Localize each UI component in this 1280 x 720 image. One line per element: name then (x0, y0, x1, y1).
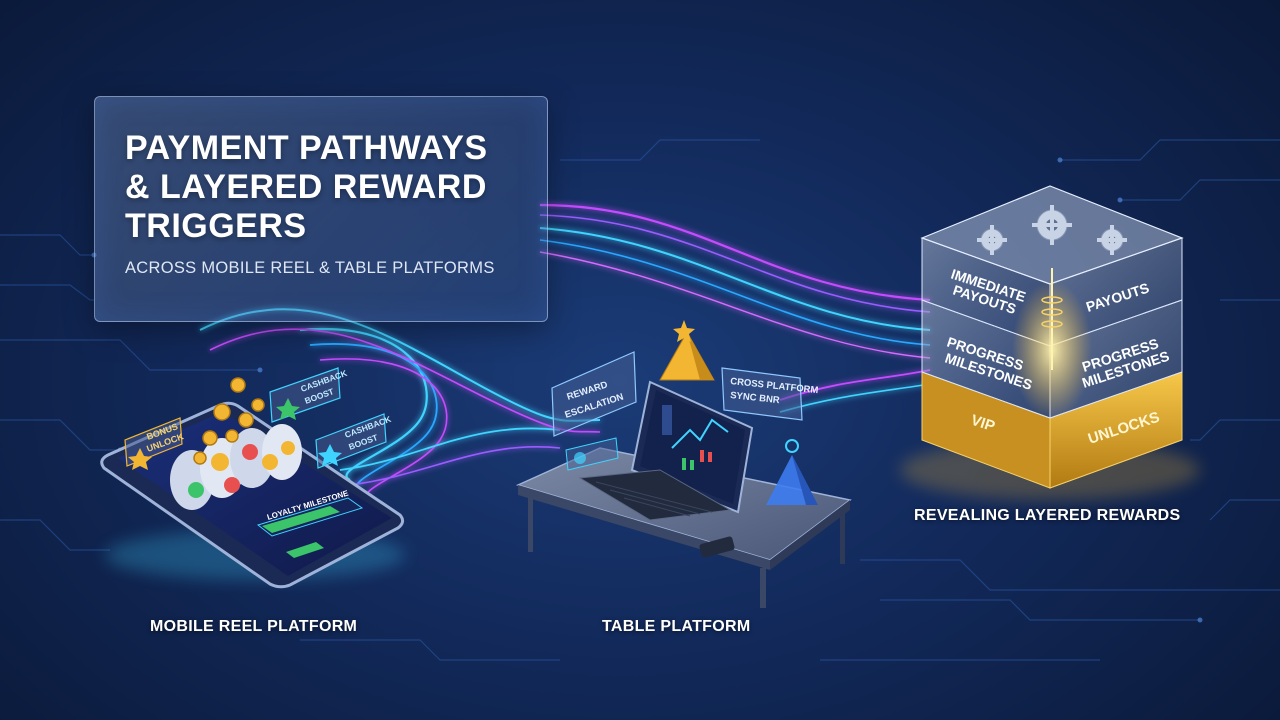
hero-card: PAYMENT PATHWAYS & LAYERED REWARD TRIGGE… (94, 96, 548, 322)
layered-rewards-caption: REVEALING LAYERED REWARDS (914, 507, 1181, 524)
hero-title-line2: & LAYERED REWARD (125, 168, 487, 206)
hero-title-line3: TRIGGERS (125, 207, 307, 245)
hero-title-line1: PAYMENT PATHWAYS (125, 129, 488, 167)
light-streams (199, 203, 931, 501)
hero-title: PAYMENT PATHWAYS & LAYERED REWARD TRIGGE… (125, 129, 545, 246)
layer-3-left: VIP (969, 412, 997, 436)
table-platform-caption: TABLE PLATFORM (602, 618, 751, 635)
tag-cross-platform-line2: SYNC BNR (730, 390, 781, 406)
mobile-platform-caption: MOBILE REEL PLATFORM (150, 618, 358, 635)
table-illustration (515, 320, 852, 608)
layered-reward-cube (900, 185, 1200, 500)
hero-subtitle: ACROSS MOBILE REEL & TABLE PLATFORMS (125, 259, 495, 277)
circuit-lines (0, 139, 1280, 661)
mobile-phone-illustration (100, 367, 405, 589)
